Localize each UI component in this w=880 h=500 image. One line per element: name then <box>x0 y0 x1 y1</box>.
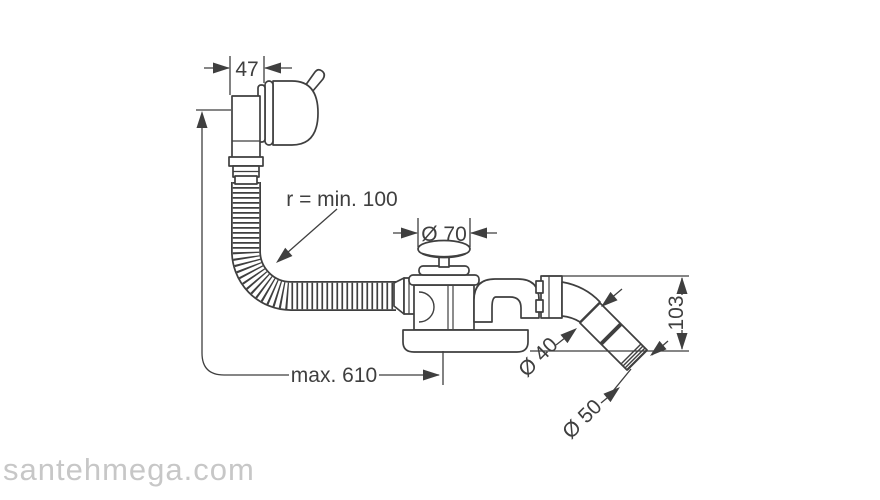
arrowhead <box>601 291 618 307</box>
dim-label-47: 47 <box>235 58 258 81</box>
pipe-collar <box>599 322 623 346</box>
overflow-knob <box>272 80 319 146</box>
dim-outlet-height: 103 <box>530 275 689 352</box>
waste-drain-body <box>408 239 480 331</box>
dim-plug-diameter: Ø 70 <box>393 218 497 247</box>
watermark: santehmega.com <box>3 452 255 487</box>
arrowhead <box>213 62 230 74</box>
pipe-end-seal <box>620 343 648 371</box>
arrowhead <box>650 340 667 356</box>
dim-label-103: 103 <box>665 295 688 330</box>
corrugated-hose <box>231 182 396 311</box>
arrowhead <box>196 111 208 128</box>
overflow-unit <box>228 68 326 185</box>
dim-label-610: max. 610 <box>291 364 377 387</box>
arrowhead <box>423 369 440 381</box>
arrowhead <box>676 277 688 294</box>
dim-label-radius: r = min. 100 <box>286 188 397 211</box>
union-nut <box>540 275 563 319</box>
arrowhead <box>470 227 487 239</box>
outlet-pipe-45deg <box>561 281 648 371</box>
outlet-elbow <box>473 275 563 323</box>
arrowhead <box>603 387 620 403</box>
overflow-housing <box>231 95 261 159</box>
overflow-rosette <box>264 80 274 146</box>
dim-label-50: Ø 50 <box>558 395 606 443</box>
arrowhead <box>276 247 293 263</box>
arrowhead <box>560 328 577 344</box>
dim-label-70: Ø 70 <box>421 223 467 246</box>
trap-bowl <box>402 329 529 353</box>
siphon-mouth <box>418 291 435 323</box>
dim-overflow-width: 47 <box>204 56 292 95</box>
arrowhead <box>401 227 418 239</box>
drain-flange-lower <box>408 274 480 286</box>
overflow-nut-top <box>228 156 264 167</box>
drain-body <box>413 284 475 331</box>
plug-cap <box>417 239 471 259</box>
arrowhead <box>676 333 688 350</box>
dim-max-length: max. 610 <box>196 109 444 387</box>
dim-bend-radius: r = min. 100 <box>276 188 398 263</box>
hose-collar <box>234 175 258 185</box>
arrowhead <box>264 62 281 74</box>
